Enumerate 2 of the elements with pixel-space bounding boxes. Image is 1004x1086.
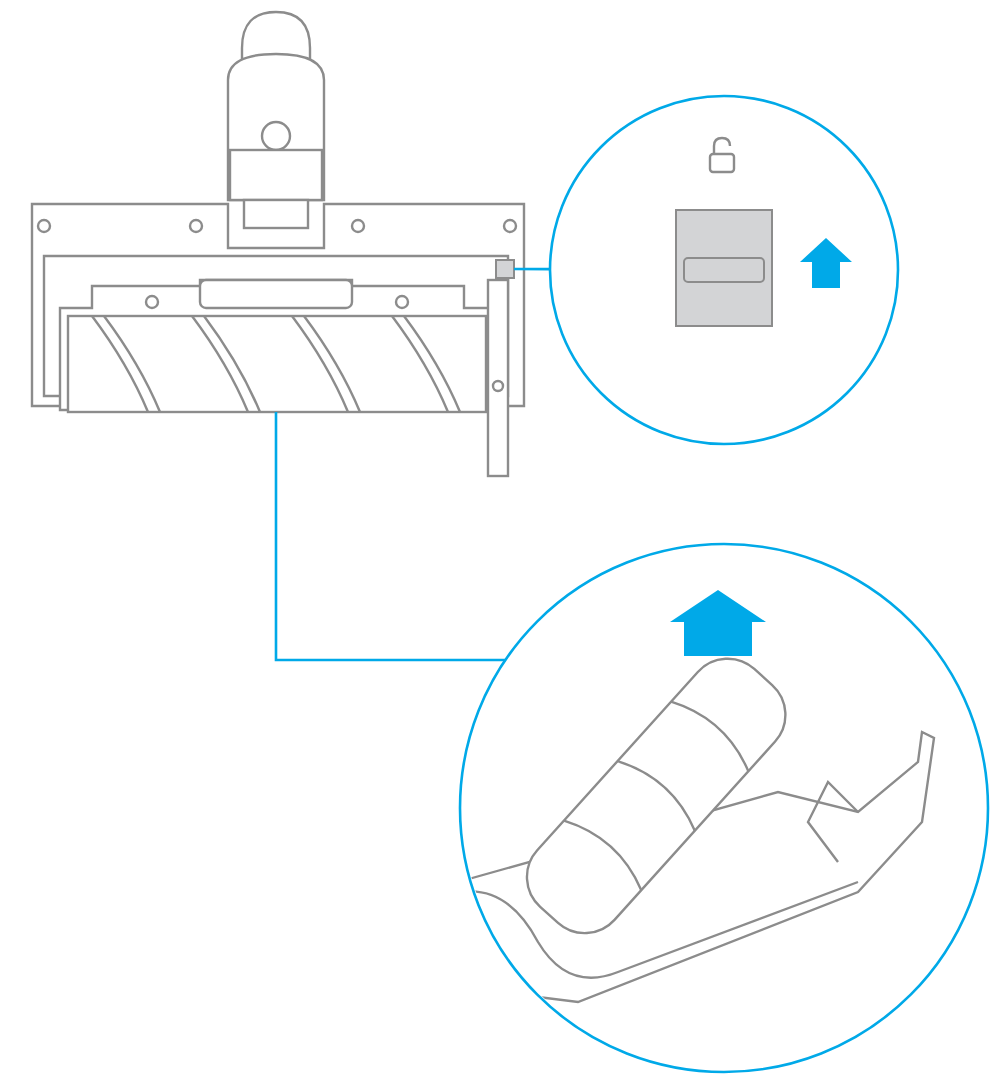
leader-line: [274, 412, 506, 662]
leader-line: [514, 267, 550, 271]
